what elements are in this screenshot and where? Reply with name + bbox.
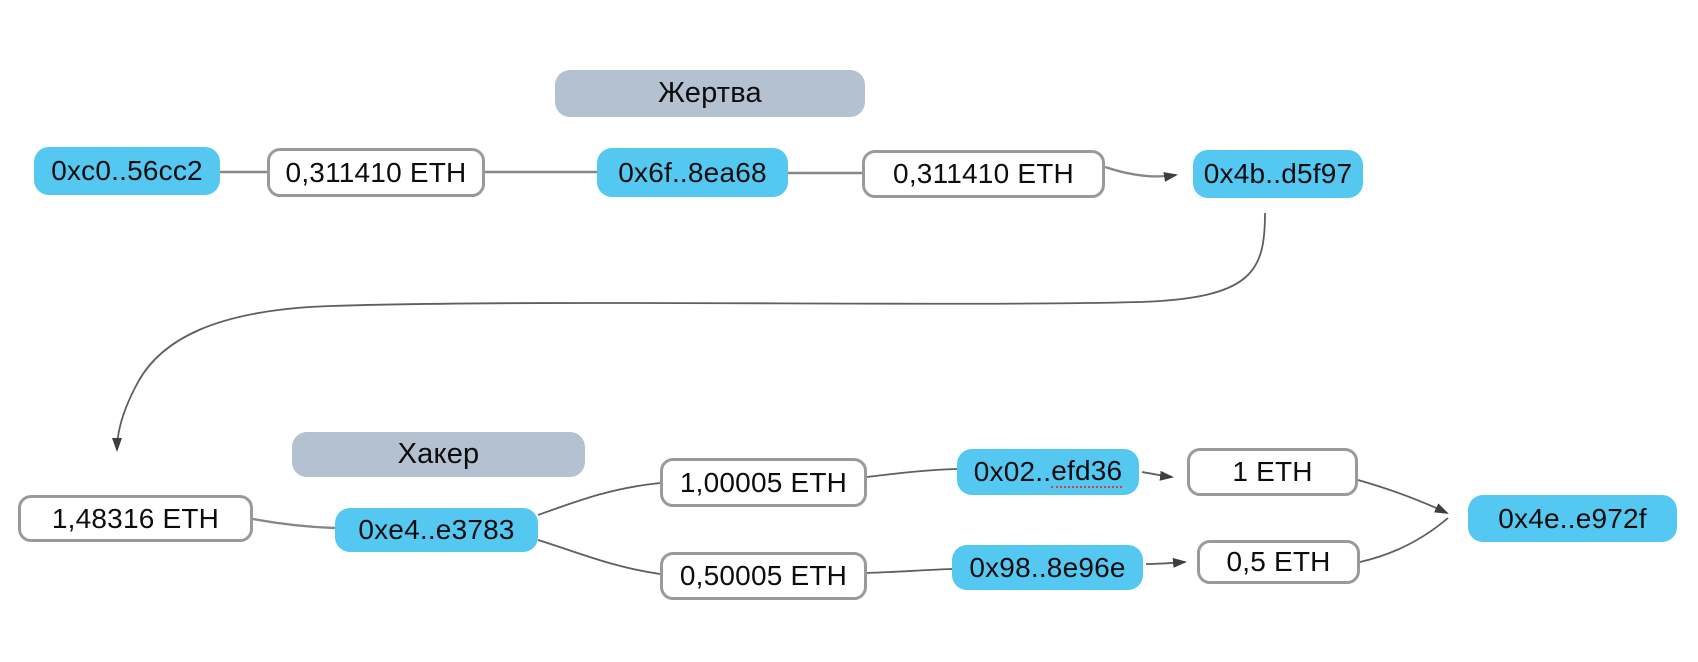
address-node-destination[interactable]: 0x4e..e972f xyxy=(1468,495,1677,542)
edge-split-upper-to-passthrough xyxy=(866,468,958,478)
address-node-victim[interactable]: 0x6f..8ea68 xyxy=(597,148,788,197)
address-text-prefix: 0x02.. xyxy=(973,456,1052,487)
address-node-hacker[interactable]: 0xe4..e3783 xyxy=(335,508,538,552)
edge-victim-out-to-relay-arrow xyxy=(1104,165,1178,182)
address-node-passthrough-upper[interactable]: 0x02..efd36 xyxy=(957,449,1139,495)
edge-hacker-in-to-hacker xyxy=(252,517,336,530)
edge-hacker-fork-upper xyxy=(537,482,661,516)
edge-hacker-fork-lower xyxy=(537,539,661,575)
edge-deposit-upper-to-destination xyxy=(1357,479,1449,514)
amount-node-split-lower[interactable]: 0,50005 ETH xyxy=(660,552,867,600)
amount-node-deposit-lower[interactable]: 0,5 ETH xyxy=(1197,540,1360,584)
edge-split-lower-to-passthrough xyxy=(866,568,953,574)
address-node-passthrough-lower[interactable]: 0x98..8e96e xyxy=(952,545,1143,590)
group-label-hacker[interactable]: Хакер xyxy=(292,432,585,477)
edge-passthrough-upper-arrow xyxy=(1141,470,1174,481)
group-label-victim[interactable]: Жертва xyxy=(555,70,865,117)
edge-deposit-lower-to-destination xyxy=(1359,517,1449,563)
address-node-source[interactable]: 0xc0..56cc2 xyxy=(34,147,220,195)
amount-node-split-upper[interactable]: 1,00005 ETH xyxy=(660,458,867,507)
amount-node-hacker-in[interactable]: 1,48316 ETH xyxy=(18,495,253,542)
amount-node-victim-in[interactable]: 0,311410 ETH xyxy=(267,148,485,197)
amount-node-deposit-upper[interactable]: 1 ETH xyxy=(1187,448,1358,496)
edge-passthrough-lower-arrow xyxy=(1145,557,1187,568)
amount-node-victim-out[interactable]: 0,311410 ETH xyxy=(862,150,1105,198)
edge-relay-to-hacker-in-curve xyxy=(112,212,1266,452)
address-node-relay[interactable]: 0x4b..d5f97 xyxy=(1193,150,1363,198)
address-text-spellchecked: efd36 xyxy=(1051,454,1123,488)
